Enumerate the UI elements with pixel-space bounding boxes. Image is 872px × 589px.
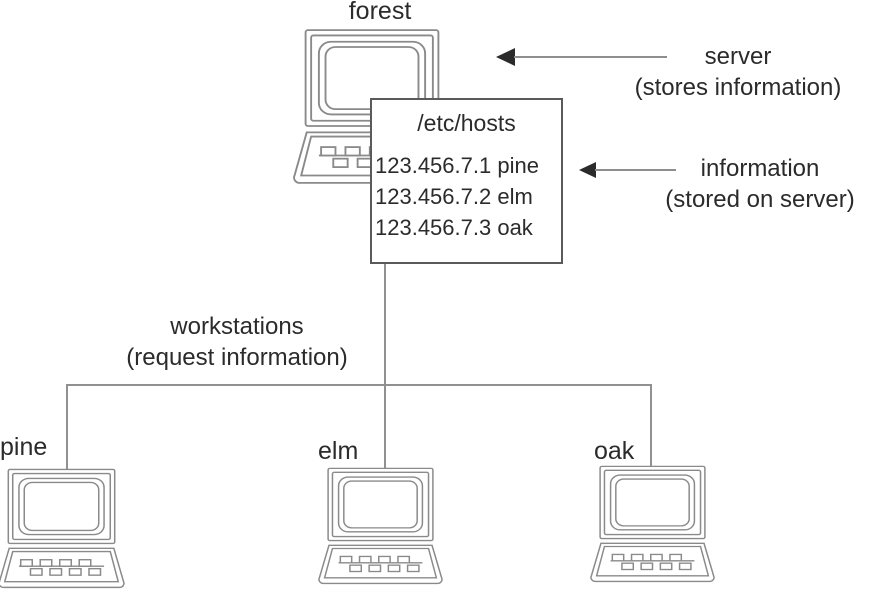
hosts-entry-pine: 123.456.7.1 pine — [375, 153, 539, 178]
server-callout-line1: server — [704, 43, 772, 70]
workstation-computer-icon-oak — [590, 465, 715, 583]
network-bus-line — [66, 384, 652, 386]
information-arrow-left-icon — [579, 162, 596, 178]
oak-drop-line — [650, 384, 652, 468]
server-callout-line2: (stores information) — [634, 74, 842, 101]
workstations-callout: workstations (request information) — [107, 311, 367, 373]
workstation-label-elm: elm — [318, 437, 359, 465]
server-name-label: forest — [348, 0, 412, 25]
information-callout-line1: information — [700, 155, 820, 182]
pine-drop-line — [66, 384, 68, 472]
elm-drop-line — [384, 384, 386, 470]
hosts-file-entries: 123.456.7.1 pine 123.456.7.2 elm 123.456… — [372, 150, 561, 243]
hosts-entry-elm: 123.456.7.2 elm — [375, 184, 533, 209]
information-callout: information (stored on server) — [630, 153, 872, 215]
server-arrow-left-icon — [496, 48, 515, 66]
hosts-file-box: /etc/hosts 123.456.7.1 pine 123.456.7.2 … — [370, 98, 563, 264]
workstation-label-oak: oak — [594, 437, 635, 465]
server-arrow-shaft — [514, 56, 667, 58]
workstation-computer-icon-elm — [318, 467, 443, 585]
hosts-entry-oak: 123.456.7.3 oak — [375, 215, 533, 240]
workstation-computer-icon-pine — [0, 468, 125, 589]
workstations-callout-line1: workstations — [170, 313, 304, 340]
workstation-label-pine: pine — [0, 433, 48, 461]
information-arrow-shaft — [595, 169, 676, 171]
hosts-file-title: /etc/hosts — [417, 110, 516, 136]
workstations-callout-line2: (request information) — [126, 344, 348, 371]
server-callout: server (stores information) — [608, 41, 868, 103]
information-callout-line2: (stored on server) — [665, 186, 855, 213]
server-to-bus-line — [384, 263, 386, 386]
